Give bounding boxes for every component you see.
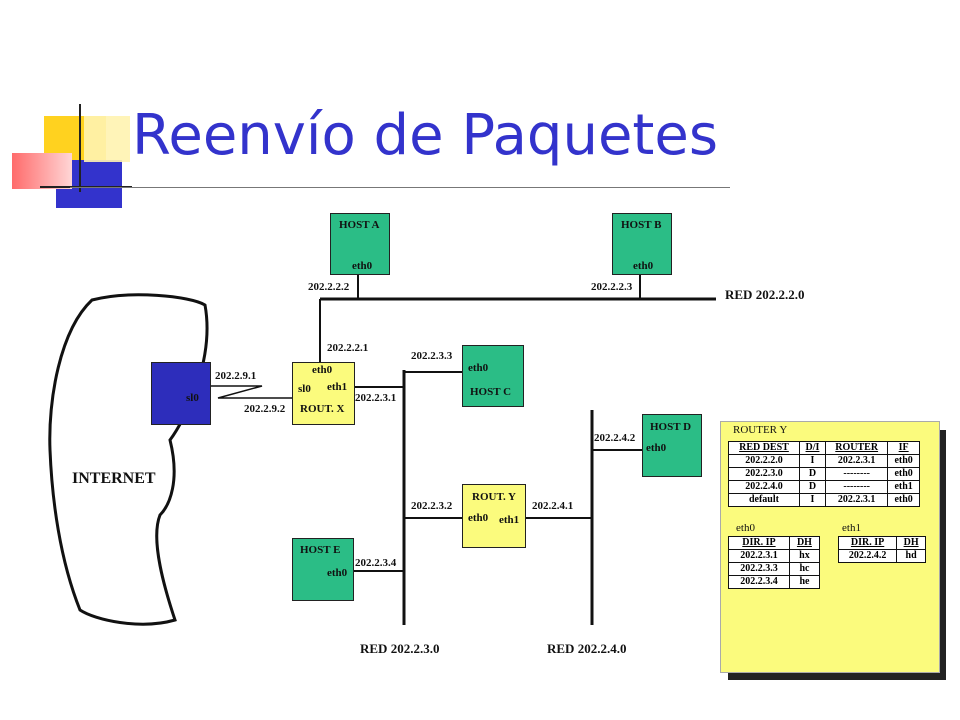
arp-eth0-label: eth0 [736,522,755,534]
host-d-name: HOST D [650,421,692,433]
routing-header-router: ROUTER [825,441,889,455]
table-cell: 202.2.3.3 [728,562,790,576]
table-row: 202.2.2.0 I 202.2.3.1 eth0 [728,454,920,468]
host-e-ip: 202.2.3.4 [355,557,397,569]
table-cell: default [728,493,800,507]
table-cell: I [798,454,827,468]
arp-eth0-header: DIR. IP DH [728,536,821,550]
title-deco-vline [79,104,81,192]
network-red-3-label: RED 202.2.3.0 [360,641,440,656]
arp-eth1-header: DIR. IP DH [837,536,926,550]
table-cell: 202.2.3.0 [728,467,800,481]
router-y-name: ROUT. Y [472,491,516,503]
table-row: 202.2.3.3 hc [728,562,821,576]
table-cell: eth0 [887,493,920,507]
arp-header-ip: DIR. IP [837,536,898,550]
table-cell: 202.2.3.1 [825,454,889,468]
router-y-eth0-label: eth0 [468,512,489,524]
arp-eth1-label: eth1 [842,522,861,534]
router-x-name: ROUT. X [300,403,345,415]
internet-router-ip: 202.2.9.1 [215,370,257,382]
router-x-eth1-label: eth1 [327,381,348,393]
table-row: 202.2.4.0 D -------- eth1 [728,480,920,494]
router-x-node [292,362,355,425]
router-y-ip-eth1: 202.2.4.1 [532,500,574,512]
table-cell: -------- [825,467,889,481]
host-a-node [330,213,390,275]
internet-router-sl0-label: sl0 [186,392,199,404]
table-cell: 202.2.3.1 [825,493,889,507]
table-cell: hx [788,549,821,563]
table-cell: eth0 [887,454,920,468]
table-cell: hc [788,562,821,576]
host-c-ip: 202.2.3.3 [411,350,453,362]
host-c-name: HOST C [470,386,512,398]
arp-header-dh: DH [788,536,821,550]
table-cell: eth0 [887,467,920,481]
host-b-node [612,213,672,275]
internet-label: INTERNET [72,470,156,487]
serial-link [210,385,292,399]
table-cell: D [798,467,827,481]
table-cell: 202.2.3.1 [728,549,790,563]
table-cell: 202.2.4.2 [837,549,898,563]
table-row: 202.2.4.2 hd [837,549,926,563]
table-row: default I 202.2.3.1 eth0 [728,493,920,507]
table-row: 202.2.3.1 hx [728,549,821,563]
routing-header-dest: RED DEST [728,441,800,455]
arp-header-ip: DIR. IP [728,536,790,550]
network-red-4-label: RED 202.2.4.0 [547,641,627,656]
host-e-node [292,538,354,601]
internet-cloud [48,293,209,626]
host-e-iface: eth0 [327,567,348,579]
title-deco-red-bar [12,153,72,189]
arp-header-dh: DH [896,536,926,550]
host-a-ip: 202.2.2.2 [308,281,350,293]
host-d-node [642,414,702,477]
host-a-name: HOST A [339,219,380,231]
host-e-name: HOST E [300,544,341,556]
table-row: 202.2.3.0 D -------- eth0 [728,467,920,481]
host-b-ip: 202.2.2.3 [591,281,633,293]
table-cell: D [798,480,827,494]
router-x-ip-eth0: 202.2.2.1 [327,342,369,354]
host-b-name: HOST B [621,219,662,231]
host-c-node [462,345,524,407]
internet-router-node [151,362,211,425]
title-deco-pale-square [84,116,130,162]
router-y-ip-eth0: 202.2.3.2 [411,500,453,512]
table-cell: I [798,493,827,507]
host-c-iface: eth0 [468,362,489,374]
network-red-2-label: RED 202.2.2.0 [725,287,805,302]
router-x-ip-sl0: 202.2.9.2 [244,403,286,415]
host-d-ip: 202.2.4.2 [594,432,636,444]
host-b-iface: eth0 [633,260,654,272]
host-a-iface: eth0 [352,260,373,272]
table-cell: he [788,575,821,589]
router-y-eth1-label: eth1 [499,514,520,526]
table-cell: eth1 [887,480,920,494]
page-title: Reenvío de Paquetes [132,103,719,168]
table-cell: 202.2.3.4 [728,575,790,589]
router-y-node [462,484,526,548]
router-x-sl0-label: sl0 [298,383,311,395]
arp-table-eth0: DIR. IP DH 202.2.3.1 hx 202.2.3.3 hc 202… [728,536,821,589]
table-row: 202.2.3.4 he [728,575,821,589]
routing-header-if: IF [887,441,920,455]
title-underline [70,187,730,188]
table-cell: -------- [825,480,889,494]
host-d-iface: eth0 [646,442,667,454]
routing-table: RED DEST D/I ROUTER IF 202.2.2.0 I 202.2… [728,441,920,507]
table-cell: 202.2.4.0 [728,480,800,494]
table-cell: 202.2.2.0 [728,454,800,468]
router-x-ip-eth1: 202.2.3.1 [355,392,397,404]
router-y-panel-title: ROUTER Y [733,424,788,436]
routing-header-di: D/I [798,441,827,455]
arp-table-eth1: DIR. IP DH 202.2.4.2 hd [837,536,926,563]
routing-table-header: RED DEST D/I ROUTER IF [728,441,920,455]
table-cell: hd [896,549,926,563]
router-x-eth0-label: eth0 [312,364,333,376]
